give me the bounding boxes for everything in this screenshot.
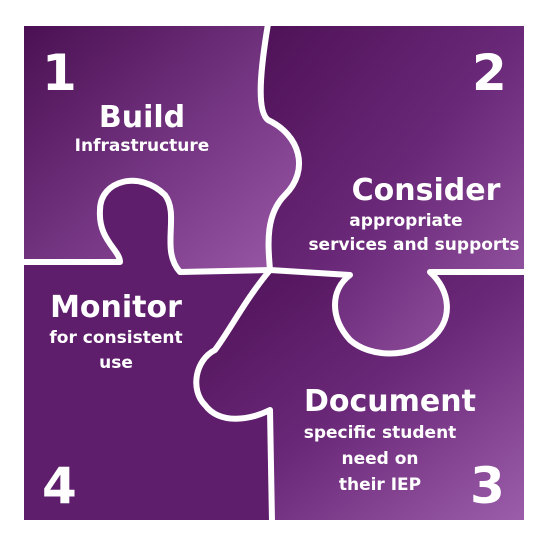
piece-1-number: 1 (42, 44, 77, 102)
piece-2-title: Consider (352, 173, 501, 208)
piece-2-subtitle-line-2: services and supports (308, 235, 519, 255)
piece-1-title: Build (99, 100, 185, 135)
piece-4-subtitle-line-2: use (99, 353, 133, 373)
piece-3-subtitle-line-3: their IEP (339, 475, 421, 495)
piece-2-number: 2 (472, 44, 507, 102)
piece-4-title: Monitor (50, 290, 182, 325)
puzzle-seams (19, 21, 529, 525)
seam-right (267, 267, 529, 357)
piece-4-number: 4 (42, 457, 77, 515)
piece-1-subtitle: Infrastructure (75, 136, 210, 156)
piece-1-shape (22, 24, 300, 272)
seam-bottom (193, 267, 275, 525)
piece-4-subtitle-line-1: for consistent (49, 328, 182, 348)
seam-left (19, 177, 273, 275)
piece-3-subtitle-line-2: need on (341, 449, 418, 469)
piece-3-number: 3 (470, 457, 505, 515)
puzzle-border (20, 22, 528, 524)
piece-3-title: Document (304, 384, 476, 419)
piece-3-subtitle-line-1: specific student (304, 423, 457, 443)
piece-4-shape (22, 180, 272, 523)
seam-top (257, 21, 303, 273)
piece-3-shape (196, 270, 527, 522)
piece-2-subtitle-line-1: appropriate (349, 211, 462, 231)
